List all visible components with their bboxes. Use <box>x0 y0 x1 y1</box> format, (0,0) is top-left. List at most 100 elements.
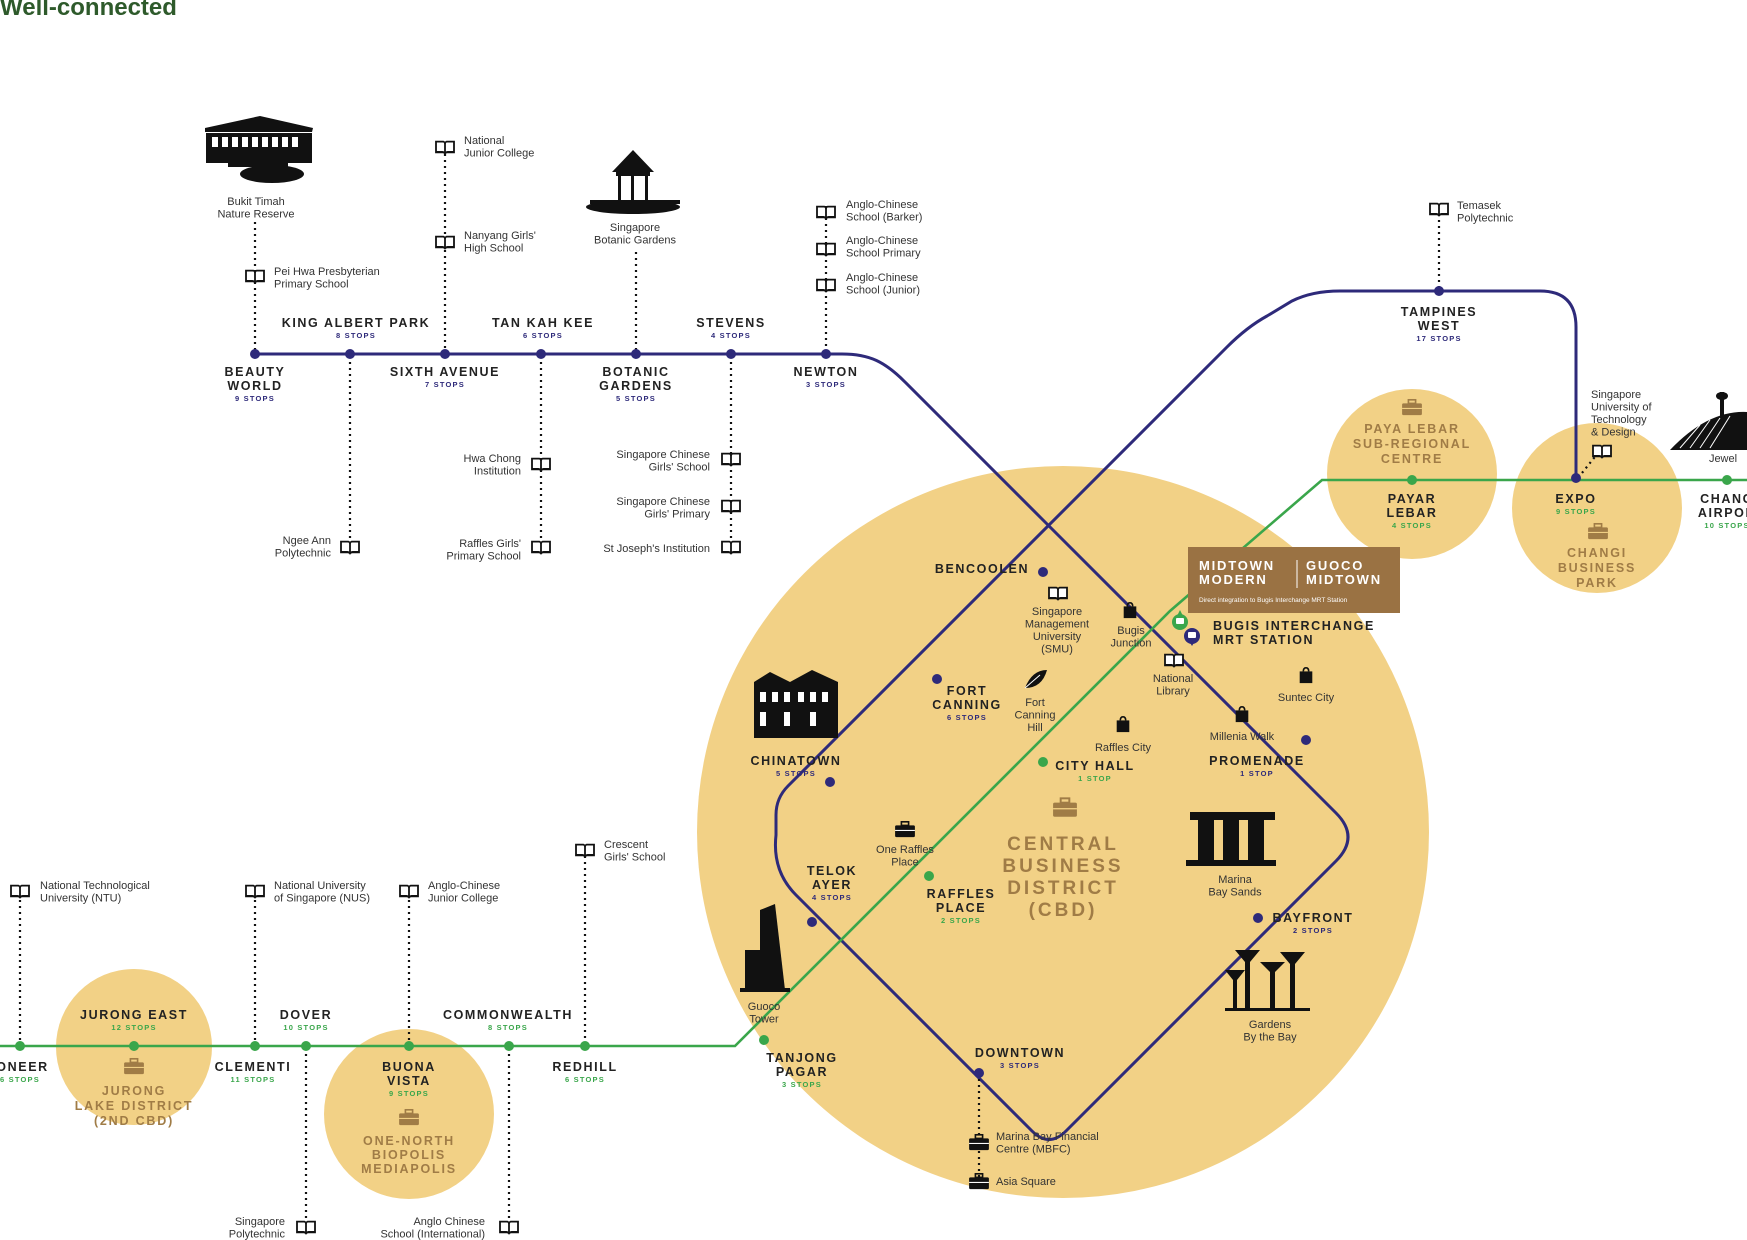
marina-bay-sands-illustration <box>1186 812 1276 866</box>
station-label-newton: NEWTON <box>794 365 859 379</box>
station-label-commonwealth: COMMONWEALTH <box>443 1008 573 1022</box>
poi-label-st-joseph-s-institution: St Joseph's Institution <box>603 543 710 555</box>
stops-count-chang-airpor: 10 STOPS <box>1704 521 1747 530</box>
poi-label-millenia-walk: Millenia Walk <box>1210 731 1275 743</box>
green-line <box>0 478 1747 1048</box>
stops-count-sixth-avenue: 7 STOPS <box>425 380 465 389</box>
station-label-clementi: CLEMENTI <box>215 1060 292 1074</box>
stops-count-chinatown: 5 STOPS <box>776 769 816 778</box>
stops-count-newton: 3 STOPS <box>806 380 846 389</box>
blue-line-west <box>255 289 1578 1141</box>
station-label-dover: DOVER <box>280 1008 332 1022</box>
cbd-zone-circle <box>697 466 1429 1198</box>
stops-count-tanjong-pagar: 3 STOPS <box>782 1080 822 1089</box>
stops-count-fort-canning: 6 STOPS <box>947 713 987 722</box>
stops-count-botanic-gardens: 5 STOPS <box>616 394 656 403</box>
station-dots <box>15 286 1732 1078</box>
station-label-chinatown: CHINATOWN <box>750 754 841 768</box>
station-label-chang-airpor: CHANGAIRPOR <box>1698 492 1747 520</box>
stops-count-city-hall: 1 STOP <box>1078 774 1112 783</box>
stops-count-payar-lebar: 4 STOPS <box>1392 521 1432 530</box>
station-label-ioneer: IONEER <box>0 1060 49 1074</box>
guoco-tower-illustration <box>740 904 790 992</box>
station-label-sixth-avenue: SIXTH AVENUE <box>390 365 500 379</box>
paya-lebar-zone-circle <box>1327 389 1497 559</box>
stops-count-dover: 10 STOPS <box>283 1023 328 1032</box>
stops-count-jurong-east: 12 STOPS <box>111 1023 156 1032</box>
station-label-expo: EXPO <box>1555 492 1596 506</box>
stops-count-beauty-world: 9 STOPS <box>235 394 275 403</box>
stops-count-redhill: 6 STOPS <box>565 1075 605 1084</box>
bugis-interchange-marker[interactable] <box>1172 610 1200 646</box>
chinatown-shophouses-illustration <box>754 670 838 738</box>
stops-count-commonwealth: 8 STOPS <box>488 1023 528 1032</box>
station-label-tan-kah-kee: TAN KAH KEE <box>492 316 594 330</box>
stops-count-bayfront: 2 STOPS <box>1293 926 1333 935</box>
station-label-bayfront: BAYFRONT <box>1272 911 1353 925</box>
page-title: Well-connected <box>0 0 177 21</box>
poi-label-nanyang-girls: Nanyang Girls'High School <box>464 230 536 255</box>
station-label-jurong-east: JURONG EAST <box>80 1008 188 1022</box>
leaf-icon <box>1024 670 1047 689</box>
station-label-city-hall: CITY HALL <box>1055 759 1134 773</box>
stops-count-king-albert-park: 8 STOPS <box>336 331 376 340</box>
poi-label-raffles-city: Raffles City <box>1095 742 1152 754</box>
poi-label-jewel: Jewel <box>1709 453 1737 465</box>
station-label-king-albert-park: KING ALBERT PARK <box>282 316 431 330</box>
stops-count-clementi: 11 STOPS <box>231 1075 276 1084</box>
jewel-illustration <box>1670 392 1747 450</box>
legend-subtitle: Direct integration to Bugis Interchange … <box>1199 597 1348 604</box>
poi-label-suntec-city: Suntec City <box>1278 692 1335 704</box>
stops-count-stevens: 4 STOPS <box>711 331 751 340</box>
stops-count-tan-kah-kee: 6 STOPS <box>523 331 563 340</box>
stops-count-promenade: 1 STOP <box>1240 769 1274 778</box>
station-label-bencoolen: BENCOOLEN <box>935 562 1029 576</box>
stops-count-downtown: 3 STOPS <box>1000 1061 1040 1070</box>
changi-zone-circle <box>1512 423 1682 593</box>
stops-count-tampines-west: 17 STOPS <box>1416 334 1461 343</box>
